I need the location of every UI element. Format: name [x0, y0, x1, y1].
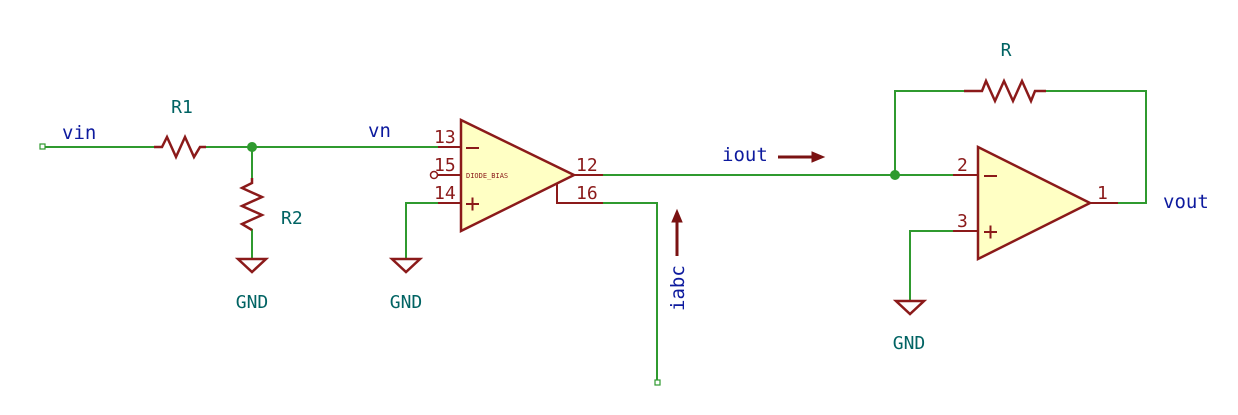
wire-feedback-right — [1045, 90, 1147, 204]
net-label-iout: iout — [722, 144, 768, 166]
wire-iabc — [602, 202, 658, 382]
ota-pin-14: 14 — [434, 183, 456, 204]
net-label-vn: vn — [368, 120, 391, 142]
net-label-iabc: iabc — [667, 265, 689, 311]
opamp[interactable] — [953, 144, 1118, 262]
gnd-label-opamp: GND — [893, 333, 926, 354]
junction-iout — [890, 170, 900, 180]
port-vin[interactable] — [39, 143, 46, 150]
iout-arrow-icon — [778, 151, 826, 163]
gnd-label-r2: GND — [236, 292, 269, 313]
net-label-vin: vin — [62, 122, 96, 144]
wire-opamp-plus-gnd — [909, 230, 954, 301]
opamp-pin-3: 3 — [957, 211, 968, 232]
ota-amplifier[interactable] — [429, 118, 604, 234]
ota-pin-15: 15 — [434, 155, 456, 176]
port-iabc[interactable] — [654, 379, 661, 386]
ota-pin-12: 12 — [576, 155, 598, 176]
r1-label: R1 — [171, 97, 193, 118]
ota-diode-bias-label: DIODE_BIAS — [466, 172, 508, 180]
net-label-vout: vout — [1163, 191, 1209, 213]
junction-vn — [247, 142, 257, 152]
ota-pin-13: 13 — [434, 127, 456, 148]
opamp-pin-2: 2 — [957, 155, 968, 176]
gnd-symbol-opamp — [892, 299, 928, 316]
resistor-r-feedback[interactable] — [964, 77, 1046, 105]
opamp-pin-1: 1 — [1097, 183, 1108, 204]
resistor-r1[interactable] — [154, 133, 206, 161]
wires — [43, 90, 1147, 382]
gnd-label-ota: GND — [390, 292, 423, 313]
wire-ota-plus-gnd — [405, 202, 439, 259]
wire-feedback-left — [894, 90, 965, 176]
iabc-arrow-icon — [671, 208, 683, 256]
gnd-symbol-ota — [388, 257, 424, 274]
gnd-symbol-r2 — [234, 257, 270, 274]
ota-pin-16: 16 — [576, 183, 598, 204]
r-feedback-label: R — [1001, 40, 1012, 61]
r2-label: R2 — [281, 208, 303, 229]
resistor-r2[interactable] — [238, 178, 266, 232]
